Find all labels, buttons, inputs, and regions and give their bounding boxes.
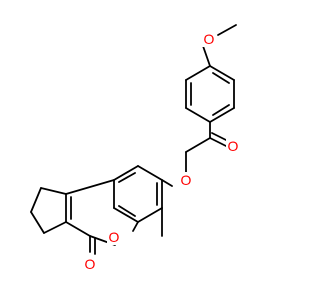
bond-ph-1 xyxy=(209,65,235,81)
bond-bz-5 xyxy=(113,165,139,181)
atom-o-ketone: O xyxy=(226,137,240,154)
bond-bz-inner-c xyxy=(118,172,136,183)
bond-lines xyxy=(30,24,237,255)
atom-label-o-ring: O xyxy=(109,229,120,245)
bond-c2-c3 xyxy=(65,221,91,237)
bond-bz-inner-b xyxy=(118,205,136,217)
atom-label-o-lactone-carbonyl: O xyxy=(85,256,96,272)
bond-ph-6 xyxy=(185,65,211,81)
atom-o-lactone-carbonyl: O xyxy=(83,256,97,272)
bond-bz-3 xyxy=(113,207,139,223)
atom-labels: O O O O O xyxy=(83,31,240,272)
atom-o-ether: O xyxy=(179,172,193,188)
bond-cp-3 xyxy=(30,211,45,234)
bond-cp-2 xyxy=(30,187,42,213)
atom-label-o-methoxy: O xyxy=(204,31,215,47)
canvas-background xyxy=(0,0,300,300)
bond-ph-inner-b xyxy=(212,104,230,116)
bond-bz-2 xyxy=(137,207,163,223)
bond-ph-4 xyxy=(185,107,211,123)
atom-label-o-ether: O xyxy=(181,172,192,188)
bond-o-aryl xyxy=(202,45,211,67)
bond-ph-inner-a xyxy=(212,72,230,84)
bond-co-a xyxy=(209,137,227,147)
atom-o-ring: O xyxy=(107,229,121,245)
bond-c4-c4a xyxy=(65,179,115,195)
atom-o-methoxy: O xyxy=(202,31,216,47)
bond-methyl-o xyxy=(217,24,237,36)
bond-cp-4 xyxy=(43,221,67,234)
atom-label-o-ketone: O xyxy=(228,138,239,154)
bond-c8a-o xyxy=(132,221,139,232)
bond-co-b xyxy=(211,132,229,142)
bond-o-coumarin xyxy=(161,179,173,187)
bond-cp-1 xyxy=(40,187,67,195)
molecule-structure: O O O O O xyxy=(0,0,300,300)
bond-bz-6 xyxy=(137,165,163,181)
bond-ph-3 xyxy=(209,107,235,123)
bond-carbonyl-ch2 xyxy=(185,137,211,153)
